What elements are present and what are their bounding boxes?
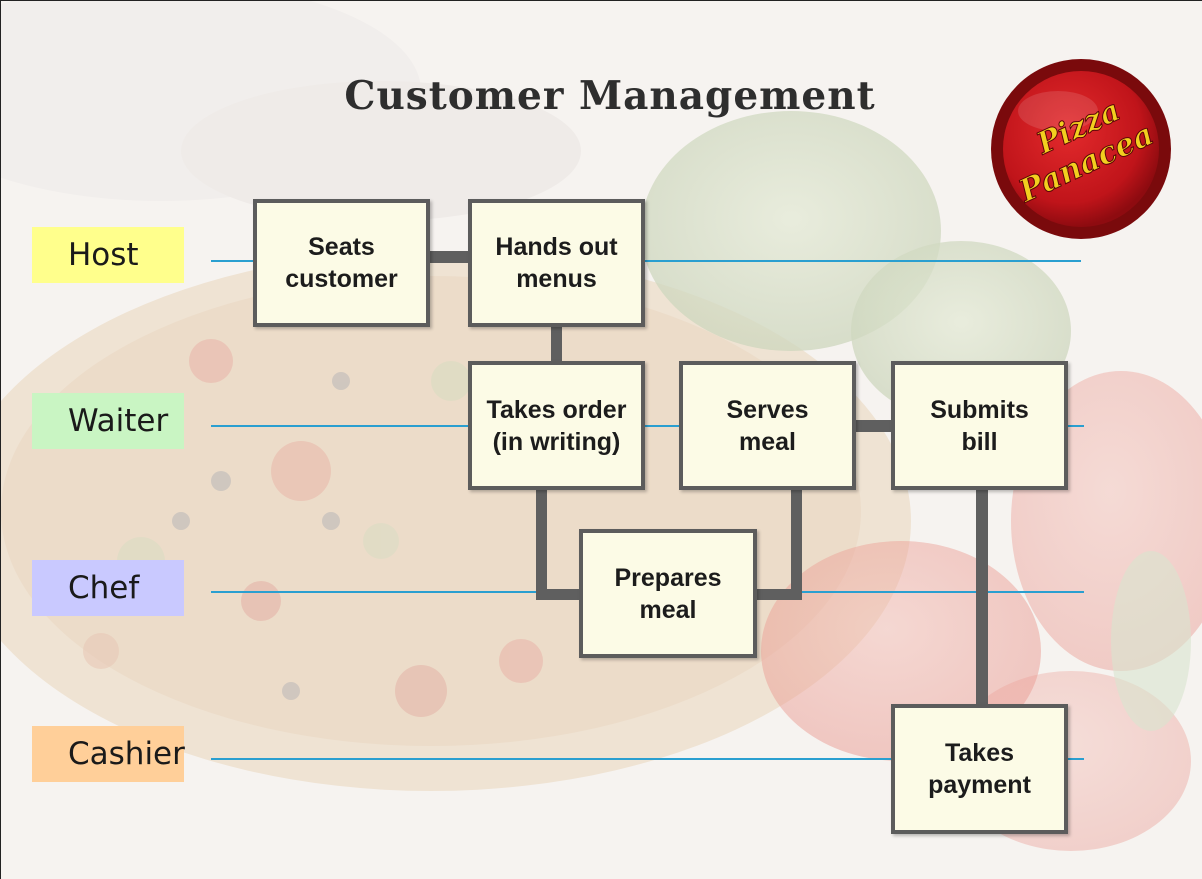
node-seats-customer: Seats customer — [253, 199, 430, 327]
connector-prepares-to-serves-horizontal — [756, 589, 802, 600]
node-label: Prepares meal — [614, 563, 722, 624]
node-hands-out-menus: Hands out menus — [468, 199, 645, 327]
connector-order-to-prepares-vertical — [536, 488, 547, 600]
lane-label-chef: Chef — [32, 560, 184, 616]
lane-label-host: Host — [32, 227, 184, 283]
node-label: Hands out menus — [495, 233, 618, 293]
node-label: Submits bill — [930, 395, 1029, 456]
lane-label-cashier: Cashier — [32, 726, 185, 782]
connector-bill-to-payment — [976, 488, 988, 706]
connector-seats-to-menus — [429, 251, 471, 263]
lane-label-waiter: Waiter — [32, 393, 184, 449]
node-prepares-meal: Prepares meal — [579, 529, 757, 658]
node-submits-bill: Submits bill — [891, 361, 1068, 490]
lane-line-waiter — [211, 425, 1084, 427]
node-label: Serves meal — [726, 395, 809, 456]
connector-menus-to-order — [551, 325, 562, 363]
connector-serves-to-bill — [853, 420, 893, 432]
node-label: Takes payment — [928, 739, 1031, 799]
pizza-panacea-logo: Pizza Panacea — [991, 59, 1171, 239]
node-takes-payment: Takes payment — [891, 704, 1068, 834]
connector-order-to-prepares-horizontal — [536, 589, 582, 600]
lane-line-cashier — [211, 758, 1084, 760]
page-title: Customer Management — [344, 73, 876, 119]
connector-prepares-to-serves-vertical — [791, 488, 802, 600]
node-serves-meal: Serves meal — [679, 361, 856, 490]
node-takes-order: Takes order (in writing) — [468, 361, 645, 490]
lane-line-host — [211, 260, 1081, 262]
node-label: Seats customer — [285, 233, 398, 293]
node-label: Takes order (in writing) — [486, 395, 627, 456]
